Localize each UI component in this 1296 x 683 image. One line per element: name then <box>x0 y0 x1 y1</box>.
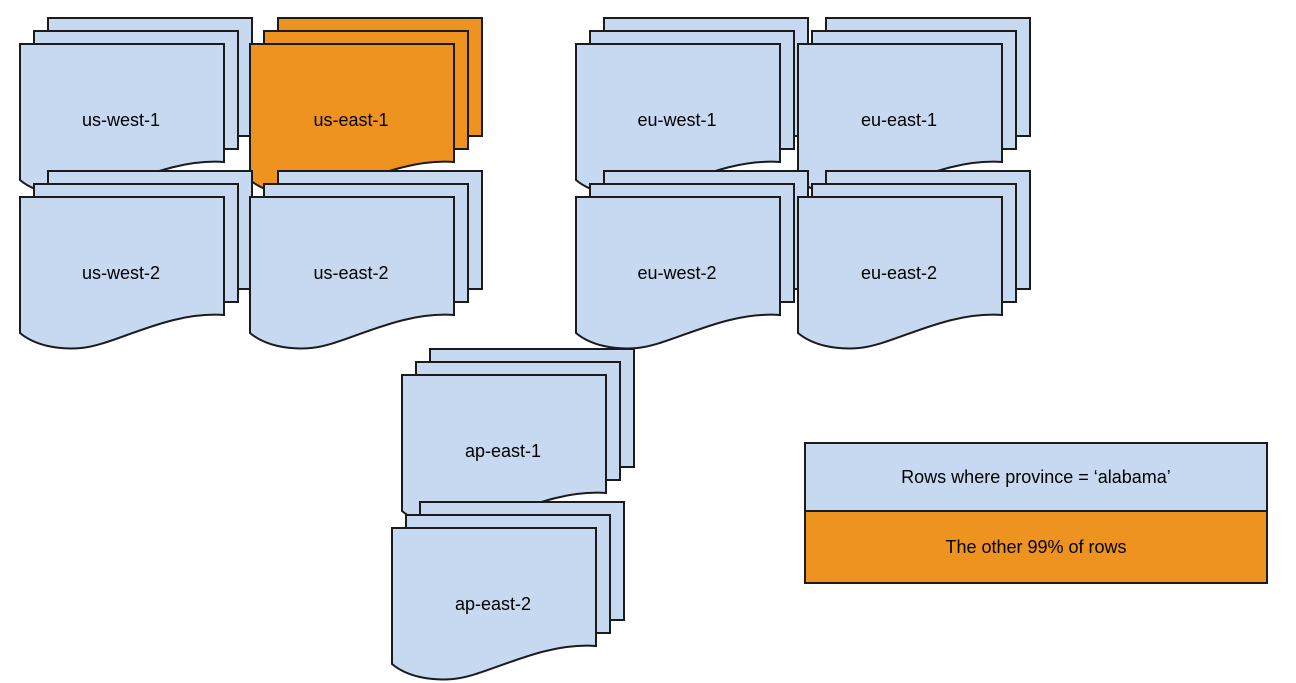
stack-front-sheet <box>19 196 225 350</box>
legend-row-blue: Rows where province = ‘alabama’ <box>806 444 1266 512</box>
stack-front-sheet <box>797 196 1003 350</box>
legend-label-orange: The other 99% of rows <box>945 536 1127 557</box>
region-stack-us-west-2[interactable]: us-west-2 <box>19 170 253 350</box>
stack-shape-us-east-2 <box>249 170 483 350</box>
stack-shape-eu-east-2 <box>797 170 1031 350</box>
region-stack-ap-east-2[interactable]: ap-east-2 <box>391 501 625 681</box>
region-stack-eu-west-2[interactable]: eu-west-2 <box>575 170 809 350</box>
stack-shape-us-east-1 <box>249 17 483 197</box>
stack-shape-us-west-2 <box>19 170 253 350</box>
stack-shape-eu-east-1 <box>797 17 1031 197</box>
legend: Rows where province = ‘alabama’ The other… <box>804 442 1268 584</box>
legend-row-orange: The other 99% of rows <box>806 512 1266 582</box>
stack-shape-us-west-1 <box>19 17 253 197</box>
stack-shape-ap-east-2 <box>391 501 625 681</box>
stack-shape-eu-west-2 <box>575 170 809 350</box>
stack-front-sheet <box>391 527 597 681</box>
legend-label-blue: Rows where province = ‘alabama’ <box>901 466 1171 487</box>
stack-shape-eu-west-1 <box>575 17 809 197</box>
region-stack-us-east-1[interactable]: us-east-1 <box>249 17 483 197</box>
region-stack-eu-west-1[interactable]: eu-west-1 <box>575 17 809 197</box>
region-stack-eu-east-2[interactable]: eu-east-2 <box>797 170 1031 350</box>
region-stack-eu-east-1[interactable]: eu-east-1 <box>797 17 1031 197</box>
region-stack-us-west-1[interactable]: us-west-1 <box>19 17 253 197</box>
stack-front-sheet <box>249 196 455 350</box>
stack-front-sheet <box>575 196 781 350</box>
region-stack-ap-east-1[interactable]: ap-east-1 <box>401 348 635 528</box>
region-stack-us-east-2[interactable]: us-east-2 <box>249 170 483 350</box>
